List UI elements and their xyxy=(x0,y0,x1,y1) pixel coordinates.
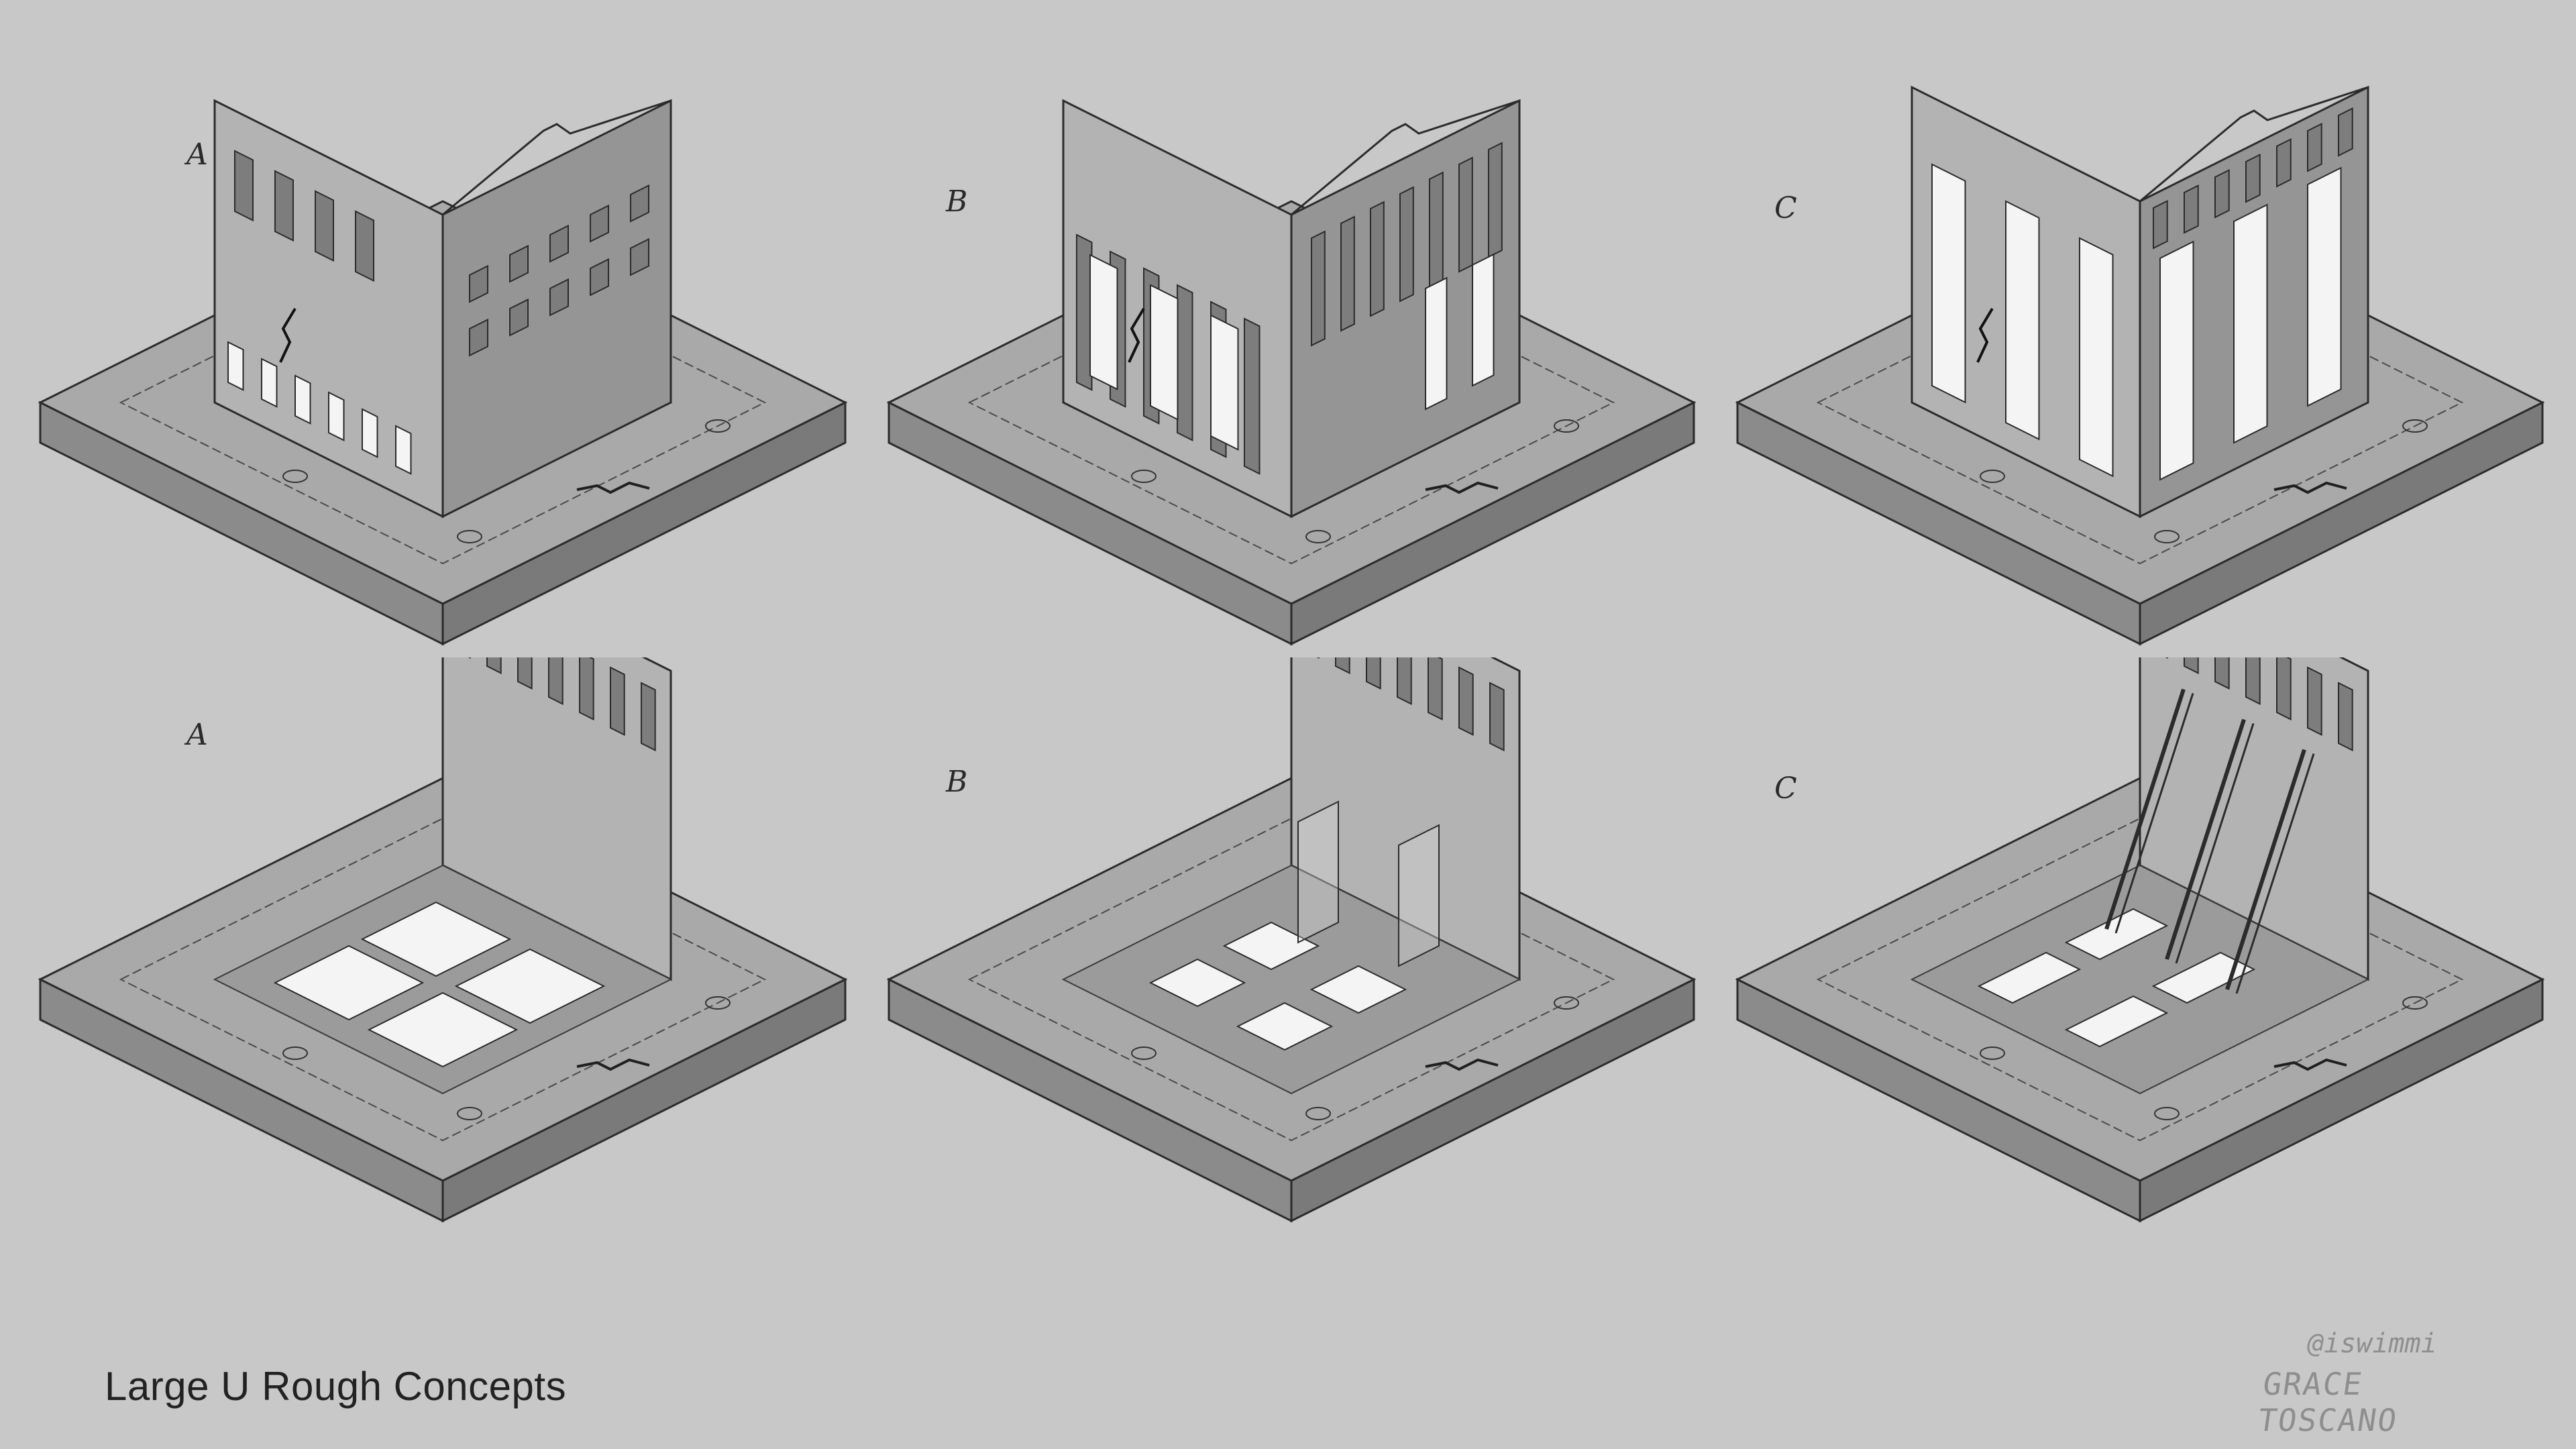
cutaway xyxy=(1061,657,1521,1095)
concept-panel-b-exterior xyxy=(875,80,1721,724)
signature-name: GRACE TOSCANO xyxy=(2255,1366,2400,1438)
cutaway xyxy=(213,657,673,1095)
artist-signature: @iswimmi GRACE TOSCANO xyxy=(2255,1328,2502,1438)
sheet-title: Large U Rough Concepts xyxy=(105,1364,567,1409)
panel-sketch xyxy=(886,99,1697,646)
building xyxy=(1911,85,2369,519)
variant-label-c-bottom: C xyxy=(1774,771,1797,806)
concept-panel-b-cutaway xyxy=(875,657,1721,1301)
building xyxy=(1062,99,1521,519)
variant-label-b-top: B xyxy=(946,184,968,219)
variant-label-a-bottom: A xyxy=(186,718,208,752)
variant-label-a-top: A xyxy=(186,138,208,172)
concept-panel-a-exterior xyxy=(27,80,872,724)
concept-panel-c-cutaway xyxy=(1724,657,2569,1301)
concept-panel-a-cutaway xyxy=(27,657,872,1301)
building xyxy=(213,99,672,519)
variant-label-b-bottom: B xyxy=(946,765,968,799)
signature-handle: @iswimmi xyxy=(2308,1328,2437,1359)
cutaway xyxy=(1910,657,2370,1095)
concept-panel-c-exterior xyxy=(1724,80,2569,724)
panel-sketch xyxy=(886,657,1697,1223)
panel-sketch xyxy=(38,99,848,646)
panel-sketch xyxy=(1735,657,2545,1223)
variant-label-c-top: C xyxy=(1774,191,1797,225)
panel-sketch xyxy=(38,657,848,1223)
panel-sketch xyxy=(1735,85,2545,646)
